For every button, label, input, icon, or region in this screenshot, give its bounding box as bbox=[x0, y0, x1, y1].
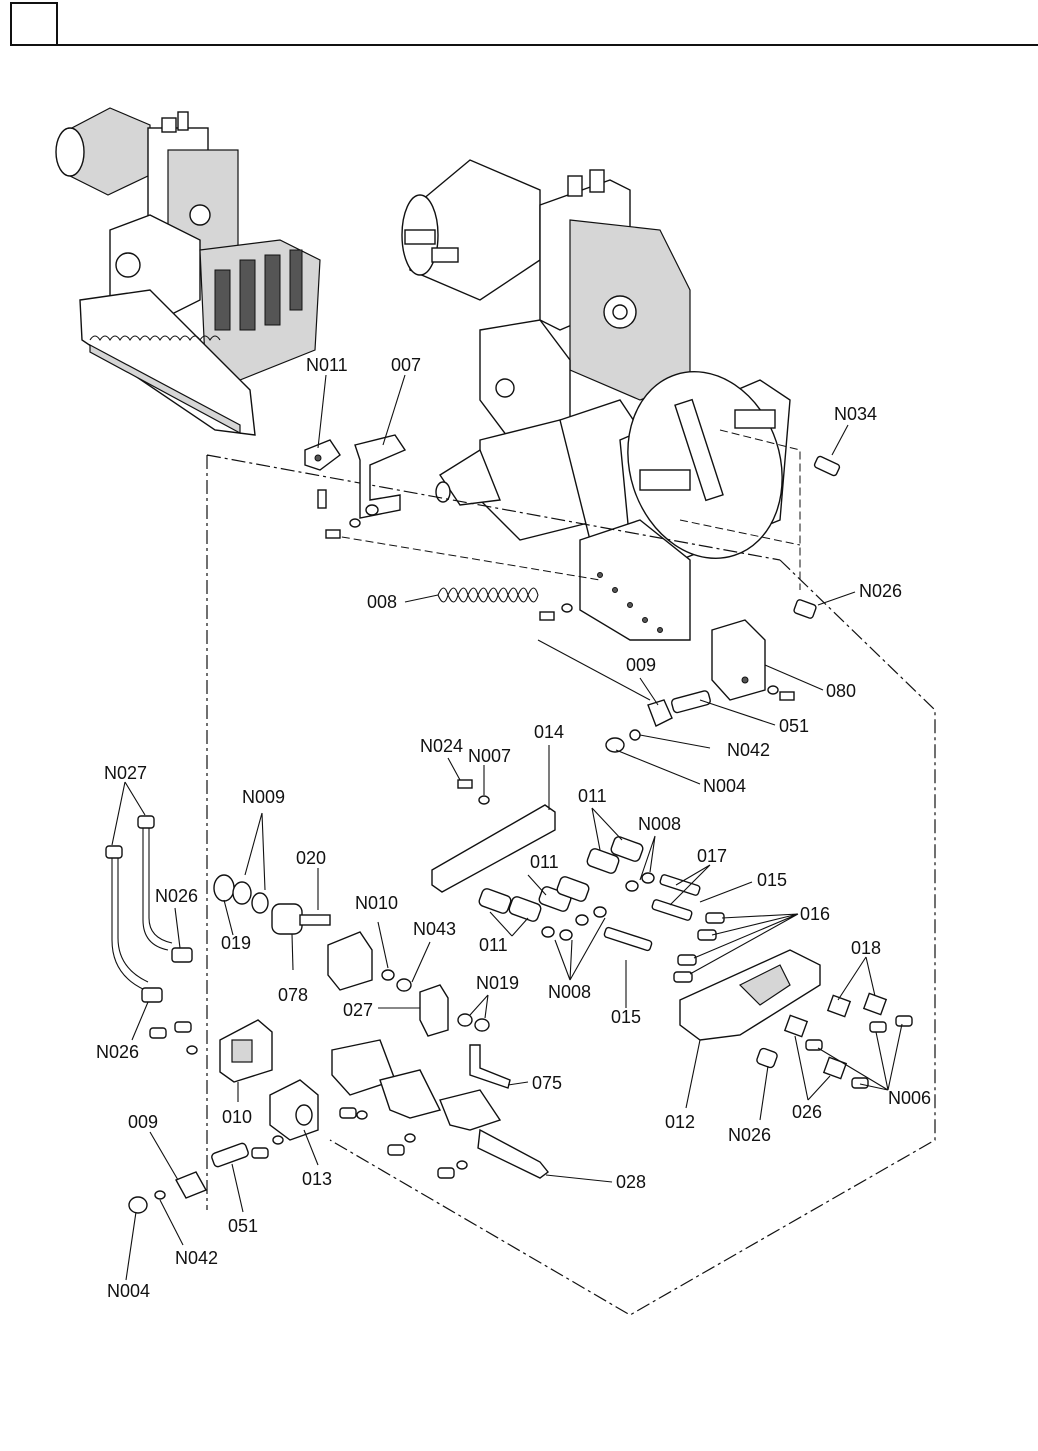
callout-011-c: 011 bbox=[479, 935, 508, 955]
callout-015-b: 015 bbox=[611, 1007, 641, 1027]
callout-080: 080 bbox=[826, 681, 856, 701]
bar-014-group bbox=[432, 780, 555, 892]
callout-015-a: 015 bbox=[757, 870, 787, 890]
callout-013: 013 bbox=[302, 1169, 332, 1189]
callout-N042-top: N042 bbox=[727, 740, 770, 760]
callout-N011: N011 bbox=[306, 355, 348, 375]
callout-N026-low: N026 bbox=[96, 1042, 139, 1062]
bottom-left-fittings-group bbox=[129, 1136, 283, 1213]
callout-026: 026 bbox=[792, 1102, 822, 1122]
callout-N004-top: N004 bbox=[703, 776, 746, 796]
callout-016: 016 bbox=[800, 904, 830, 924]
centerline-1 bbox=[330, 535, 600, 580]
fittings-011-group bbox=[478, 835, 724, 982]
callout-N006: N006 bbox=[888, 1088, 931, 1108]
callout-N007: N007 bbox=[468, 746, 511, 766]
callout-N008-a: N008 bbox=[638, 814, 681, 834]
callout-051-bottom: 051 bbox=[228, 1216, 258, 1236]
callout-075: 075 bbox=[532, 1073, 562, 1093]
callout-N026-left: N026 bbox=[155, 886, 198, 906]
callout-N008-b: N008 bbox=[548, 982, 591, 1002]
assembled-view-illustration bbox=[56, 108, 320, 435]
callout-N027: N027 bbox=[104, 763, 147, 783]
callout-017: 017 bbox=[697, 846, 727, 866]
callout-010: 010 bbox=[222, 1107, 252, 1127]
callout-N026-right: N026 bbox=[728, 1125, 771, 1145]
callout-012: 012 bbox=[665, 1112, 695, 1132]
callout-011-b: 011 bbox=[530, 852, 559, 872]
callout-N019: N019 bbox=[476, 973, 519, 993]
callout-028: 028 bbox=[616, 1172, 646, 1192]
plates-group bbox=[150, 1020, 548, 1178]
callout-027: 027 bbox=[343, 1000, 373, 1020]
callout-N004-bottom: N004 bbox=[107, 1281, 150, 1301]
callout-N010: N010 bbox=[355, 893, 398, 913]
spring-008-illustration bbox=[438, 588, 538, 602]
callout-N024: N024 bbox=[420, 736, 463, 756]
callout-N026-top: N026 bbox=[859, 581, 902, 601]
callout-020: 020 bbox=[296, 848, 326, 868]
callout-019: 019 bbox=[221, 933, 251, 953]
callout-051-top: 051 bbox=[779, 716, 809, 736]
callout-N043: N043 bbox=[413, 919, 456, 939]
callout-078: 078 bbox=[278, 985, 308, 1005]
block-012-group bbox=[680, 950, 912, 1088]
callout-007: 007 bbox=[391, 355, 421, 375]
callout-N034: N034 bbox=[834, 404, 877, 424]
callout-009-top: 009 bbox=[626, 655, 656, 675]
callout-018: 018 bbox=[851, 938, 881, 958]
callout-N009: N009 bbox=[242, 787, 285, 807]
callout-009-bottom: 009 bbox=[128, 1112, 158, 1132]
callout-008: 008 bbox=[367, 592, 397, 612]
callout-014: 014 bbox=[534, 722, 564, 742]
callout-011-a: 011 bbox=[578, 786, 607, 806]
frame-assembly-illustration bbox=[402, 160, 806, 640]
callout-N042-bottom: N042 bbox=[175, 1248, 218, 1268]
